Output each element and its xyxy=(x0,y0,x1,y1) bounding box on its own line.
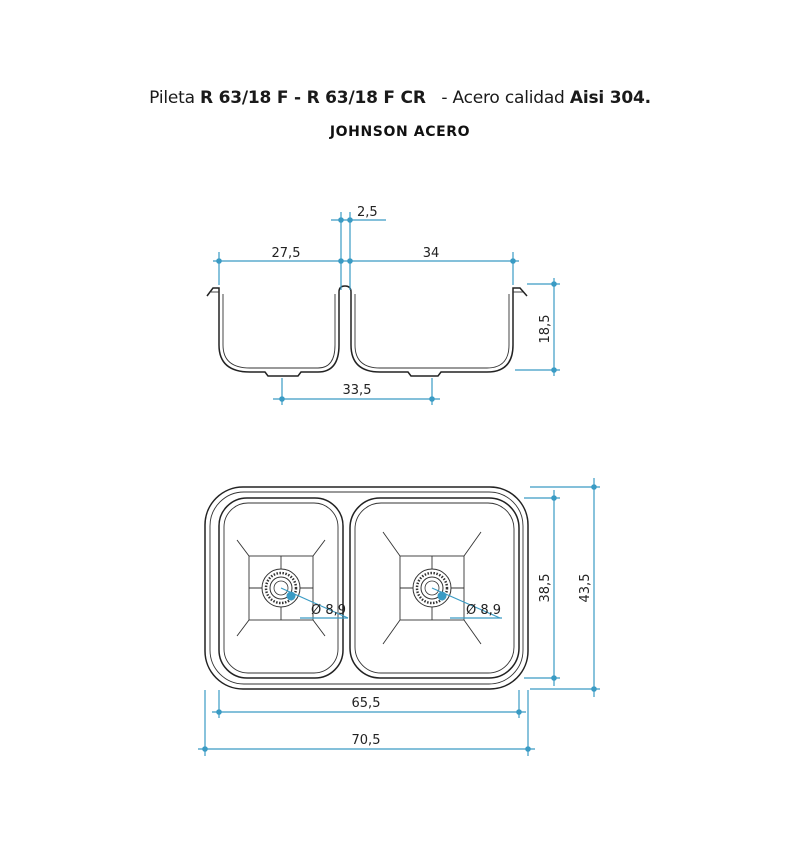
side-profile-right-bowl xyxy=(350,287,528,377)
title-prefix: Pileta xyxy=(149,88,201,108)
dim-dot xyxy=(286,591,296,601)
dim-drain-spacing-label: 33,5 xyxy=(343,383,372,398)
top-outer-rim xyxy=(204,486,529,690)
top-left-slope-line xyxy=(312,539,326,557)
dim-outer-width-label: 70,5 xyxy=(352,733,381,748)
top-right-slope-line xyxy=(382,531,401,557)
dim-left-bowl-label: 27,5 xyxy=(272,246,301,261)
title-middle: - Acero calidad xyxy=(425,88,570,108)
dim-dot xyxy=(347,217,353,223)
dim-dot xyxy=(551,675,557,681)
side-profile-inner-left xyxy=(222,294,336,369)
dim-left-drain-label: Ø 8,9 xyxy=(311,603,346,618)
side-view: 2,5 27,5 34 18,5 33,5 xyxy=(206,205,560,405)
top-right-slope-line xyxy=(382,619,401,645)
top-view: Ø 8,9 Ø 8,9 38,5 43,5 xyxy=(198,478,600,756)
top-right-slope-line xyxy=(463,531,482,557)
top-right-bowl-inner xyxy=(354,502,515,674)
dim-dot xyxy=(202,746,208,752)
dim-dot xyxy=(338,217,344,223)
title-material: Aisi 304. xyxy=(569,88,651,108)
page-title: Pileta R 63/18 F - R 63/18 F CR - Acero … xyxy=(0,88,800,108)
dim-dot xyxy=(510,258,516,264)
side-profile-inner-right xyxy=(354,294,510,369)
dim-dot xyxy=(551,495,557,501)
brand-name: JOHNSON ACERO xyxy=(329,124,471,140)
dim-depth-label: 18,5 xyxy=(538,315,553,344)
top-inner-rim xyxy=(209,491,524,685)
dim-dot xyxy=(279,396,285,402)
dim-dot xyxy=(347,258,353,264)
dim-dot xyxy=(525,746,531,752)
dim-separation-label: 2,5 xyxy=(357,205,378,220)
top-left-bowl xyxy=(218,497,344,679)
top-right-slope-line xyxy=(463,619,482,645)
dim-dot xyxy=(591,686,597,692)
top-left-slope-line xyxy=(312,619,326,637)
dim-dot xyxy=(216,258,222,264)
top-left-slope-line xyxy=(236,539,250,557)
dim-inner-height-label: 38,5 xyxy=(538,574,553,603)
dim-dot xyxy=(516,709,522,715)
dim-dot xyxy=(429,396,435,402)
dim-dot xyxy=(216,709,222,715)
side-profile-left-bowl xyxy=(206,285,352,377)
dim-inner-width-label: 65,5 xyxy=(352,696,381,711)
dim-dot xyxy=(551,281,557,287)
dim-dot xyxy=(551,367,557,373)
top-left-bowl-inner xyxy=(223,502,339,674)
dim-dot xyxy=(338,258,344,264)
dim-dot xyxy=(591,484,597,490)
dim-dot xyxy=(437,591,447,601)
dim-right-drain-label: Ø 8,9 xyxy=(466,603,501,618)
top-right-bowl xyxy=(349,497,520,679)
title-model: R 63/18 F - R 63/18 F CR xyxy=(200,88,426,108)
top-left-slope-line xyxy=(236,619,250,637)
dim-right-bowl-label: 34 xyxy=(423,246,440,261)
dim-outer-height-label: 43,5 xyxy=(578,574,593,603)
